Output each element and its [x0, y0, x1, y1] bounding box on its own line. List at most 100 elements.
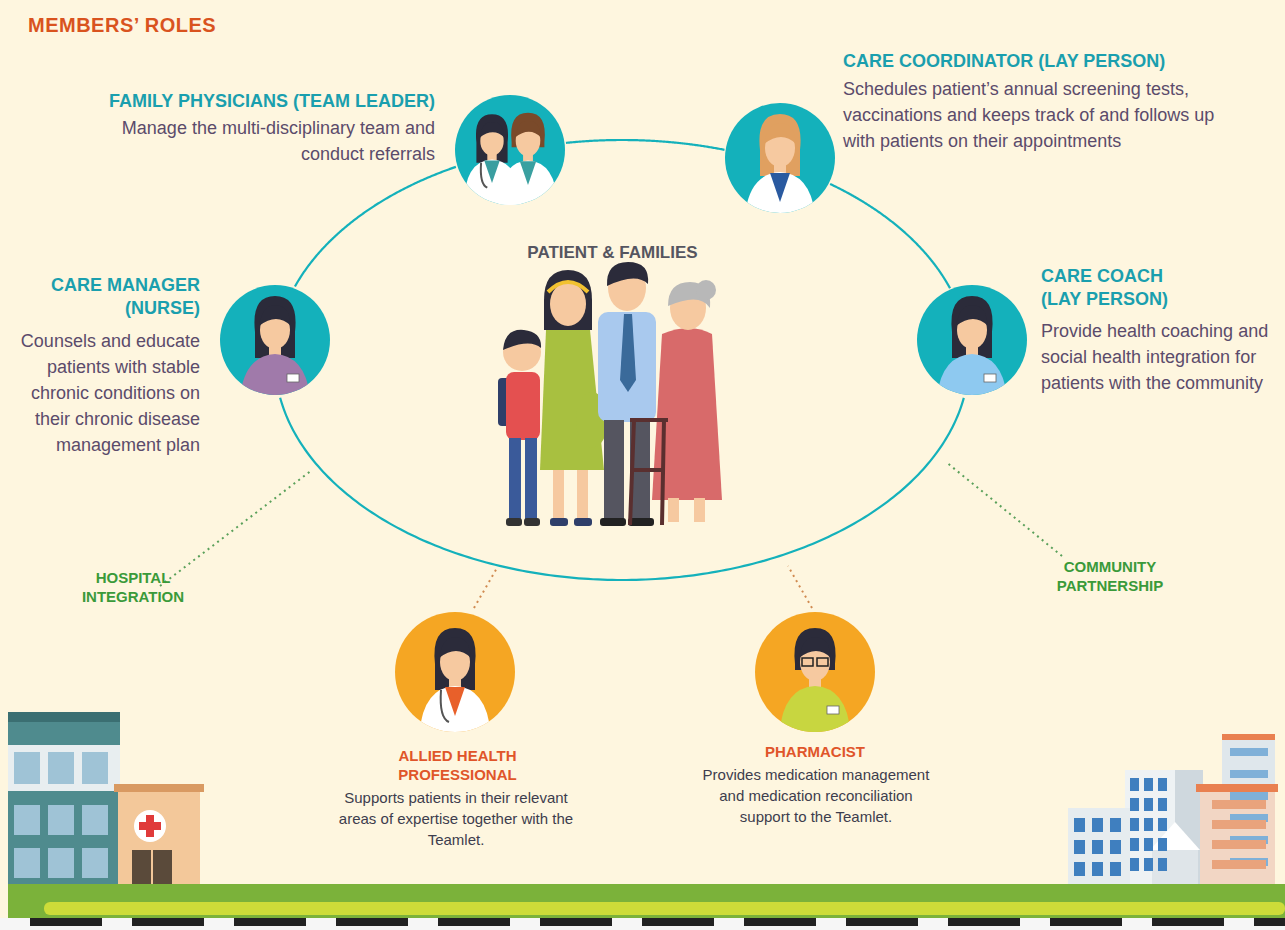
shirt	[445, 687, 465, 716]
role-node: CARE MANAGER (NURSE)Counsels and educate…	[220, 285, 330, 395]
fringe	[515, 121, 541, 138]
road-dash	[642, 918, 714, 926]
block	[1068, 808, 1130, 886]
role-node: CARE COACH (LAY PERSON)Provide health co…	[917, 285, 1027, 395]
role-heading: ALLIED HEALTH PROFESSIONAL	[365, 746, 550, 784]
stethoscope	[441, 690, 449, 722]
window	[82, 752, 108, 784]
role-description: Schedules patient’s annual screening tes…	[843, 76, 1243, 154]
avatar-circle	[755, 612, 875, 732]
avatar-circle	[220, 285, 330, 395]
shirt	[520, 161, 536, 185]
window	[1144, 798, 1153, 811]
man-hair	[607, 262, 648, 286]
annex-roof	[114, 784, 204, 792]
window	[1110, 840, 1121, 854]
window	[1130, 858, 1139, 871]
role-node: ALLIED HEALTH PROFESSIONALSupports patie…	[395, 612, 515, 732]
roof	[1222, 734, 1275, 740]
road-dash	[30, 918, 102, 926]
road-dash	[846, 918, 918, 926]
road-dash	[1050, 918, 1122, 926]
hair	[254, 296, 295, 358]
grandma-leg	[668, 498, 679, 522]
road-dash	[234, 918, 306, 926]
window	[1074, 840, 1085, 854]
ring-connector	[295, 167, 456, 287]
badge	[287, 374, 299, 382]
fringe	[764, 124, 796, 144]
role-node: CARE COORDINATOR (LAY PERSON)Schedules p…	[725, 103, 835, 213]
role-heading: CARE MANAGER (NURSE)	[40, 274, 200, 320]
diagram-label: HOSPITAL INTEGRATION	[58, 568, 208, 606]
shoe	[506, 518, 522, 526]
road	[0, 918, 1285, 930]
window	[1074, 862, 1085, 876]
avatar-circle	[725, 103, 835, 213]
woman-face	[550, 282, 586, 326]
hair	[759, 114, 800, 176]
window	[48, 848, 74, 878]
ring-connector	[830, 184, 950, 288]
hospital-door	[132, 850, 172, 886]
child-hair	[503, 330, 541, 350]
glasses	[802, 658, 813, 666]
window	[14, 805, 40, 835]
leader-line	[474, 568, 497, 608]
window	[1074, 818, 1085, 832]
shoe	[600, 518, 626, 526]
man-leg	[604, 420, 624, 520]
child-leg	[509, 438, 521, 520]
road-dash	[336, 918, 408, 926]
window	[82, 805, 108, 835]
headband	[548, 282, 588, 292]
hair	[476, 114, 508, 162]
torso	[744, 172, 816, 213]
role-heading: FAMILY PHYSICIANS (TEAM LEADER)	[95, 90, 435, 113]
window	[1212, 820, 1266, 829]
avatar-figure	[419, 628, 491, 732]
window	[1158, 778, 1167, 791]
window	[1130, 778, 1139, 791]
torso	[779, 686, 851, 732]
window	[1144, 858, 1153, 871]
window	[1158, 798, 1167, 811]
roof	[1196, 784, 1278, 792]
window	[1144, 818, 1153, 831]
window	[48, 752, 74, 784]
woman-hair	[544, 270, 592, 330]
block	[1200, 790, 1275, 886]
window	[1130, 798, 1139, 811]
door-split	[151, 850, 153, 886]
road-line	[44, 902, 1285, 915]
avatar-figure	[936, 296, 1008, 395]
role-node: PHARMACISTProvides medication management…	[755, 612, 875, 732]
shirt	[770, 173, 790, 202]
red-cross	[139, 822, 161, 830]
window	[1110, 818, 1121, 832]
shoe	[550, 518, 568, 526]
fringe	[480, 122, 505, 138]
grandma-leg	[694, 498, 705, 522]
window	[1110, 862, 1121, 876]
road-dash	[1254, 918, 1285, 926]
avatar-ring	[395, 612, 515, 732]
window	[1130, 818, 1139, 831]
role-node: FAMILY PHYSICIANS (TEAM LEADER)Manage th…	[455, 95, 565, 205]
hospital-roof	[8, 712, 120, 722]
window	[1158, 838, 1167, 851]
man-shirt	[598, 312, 656, 422]
child-shirt	[506, 372, 540, 440]
avatar-figure	[779, 628, 851, 732]
hospital-building	[8, 712, 204, 886]
road-dash	[540, 918, 612, 926]
window	[1212, 860, 1266, 869]
leader-line	[788, 566, 812, 608]
avatar-figure	[239, 296, 311, 395]
torso	[936, 354, 1008, 395]
badge	[984, 374, 996, 382]
window	[14, 848, 40, 878]
shoe	[574, 518, 592, 526]
